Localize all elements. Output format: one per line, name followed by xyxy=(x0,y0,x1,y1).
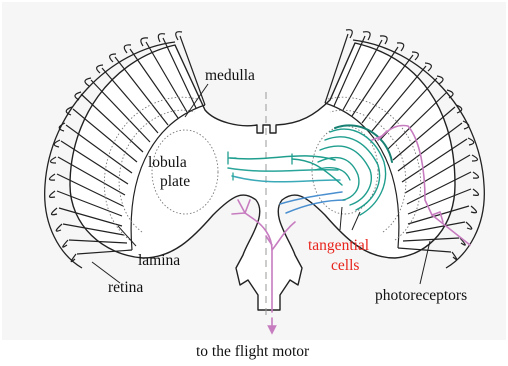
label-medulla: medulla xyxy=(205,67,255,84)
label-flight-motor: to the flight motor xyxy=(196,343,310,360)
label-retina: retina xyxy=(108,279,143,296)
label-plate: plate xyxy=(160,173,190,190)
label-tangential: tangential xyxy=(308,237,369,254)
label-lobula: lobula xyxy=(148,154,187,171)
label-lamina: lamina xyxy=(138,252,180,269)
label-photoreceptors: photoreceptors xyxy=(375,287,467,304)
label-cells: cells xyxy=(331,257,359,274)
